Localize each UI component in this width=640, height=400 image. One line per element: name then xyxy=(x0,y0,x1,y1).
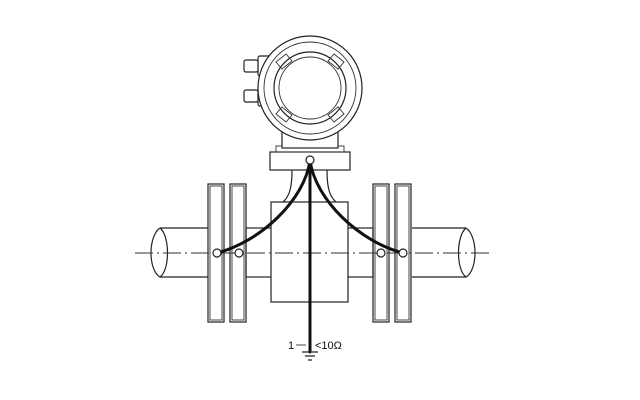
resistance-label: <10Ω xyxy=(315,340,342,352)
ground-terminal-top xyxy=(305,155,315,165)
grounding-wires xyxy=(215,158,405,354)
pipe-right xyxy=(412,227,476,278)
transmitter-housing xyxy=(243,35,363,149)
ground-symbol xyxy=(302,351,318,361)
bolt-terminals xyxy=(212,248,408,258)
ground-number-label: 1 xyxy=(288,340,294,352)
pipe-left xyxy=(150,227,212,278)
